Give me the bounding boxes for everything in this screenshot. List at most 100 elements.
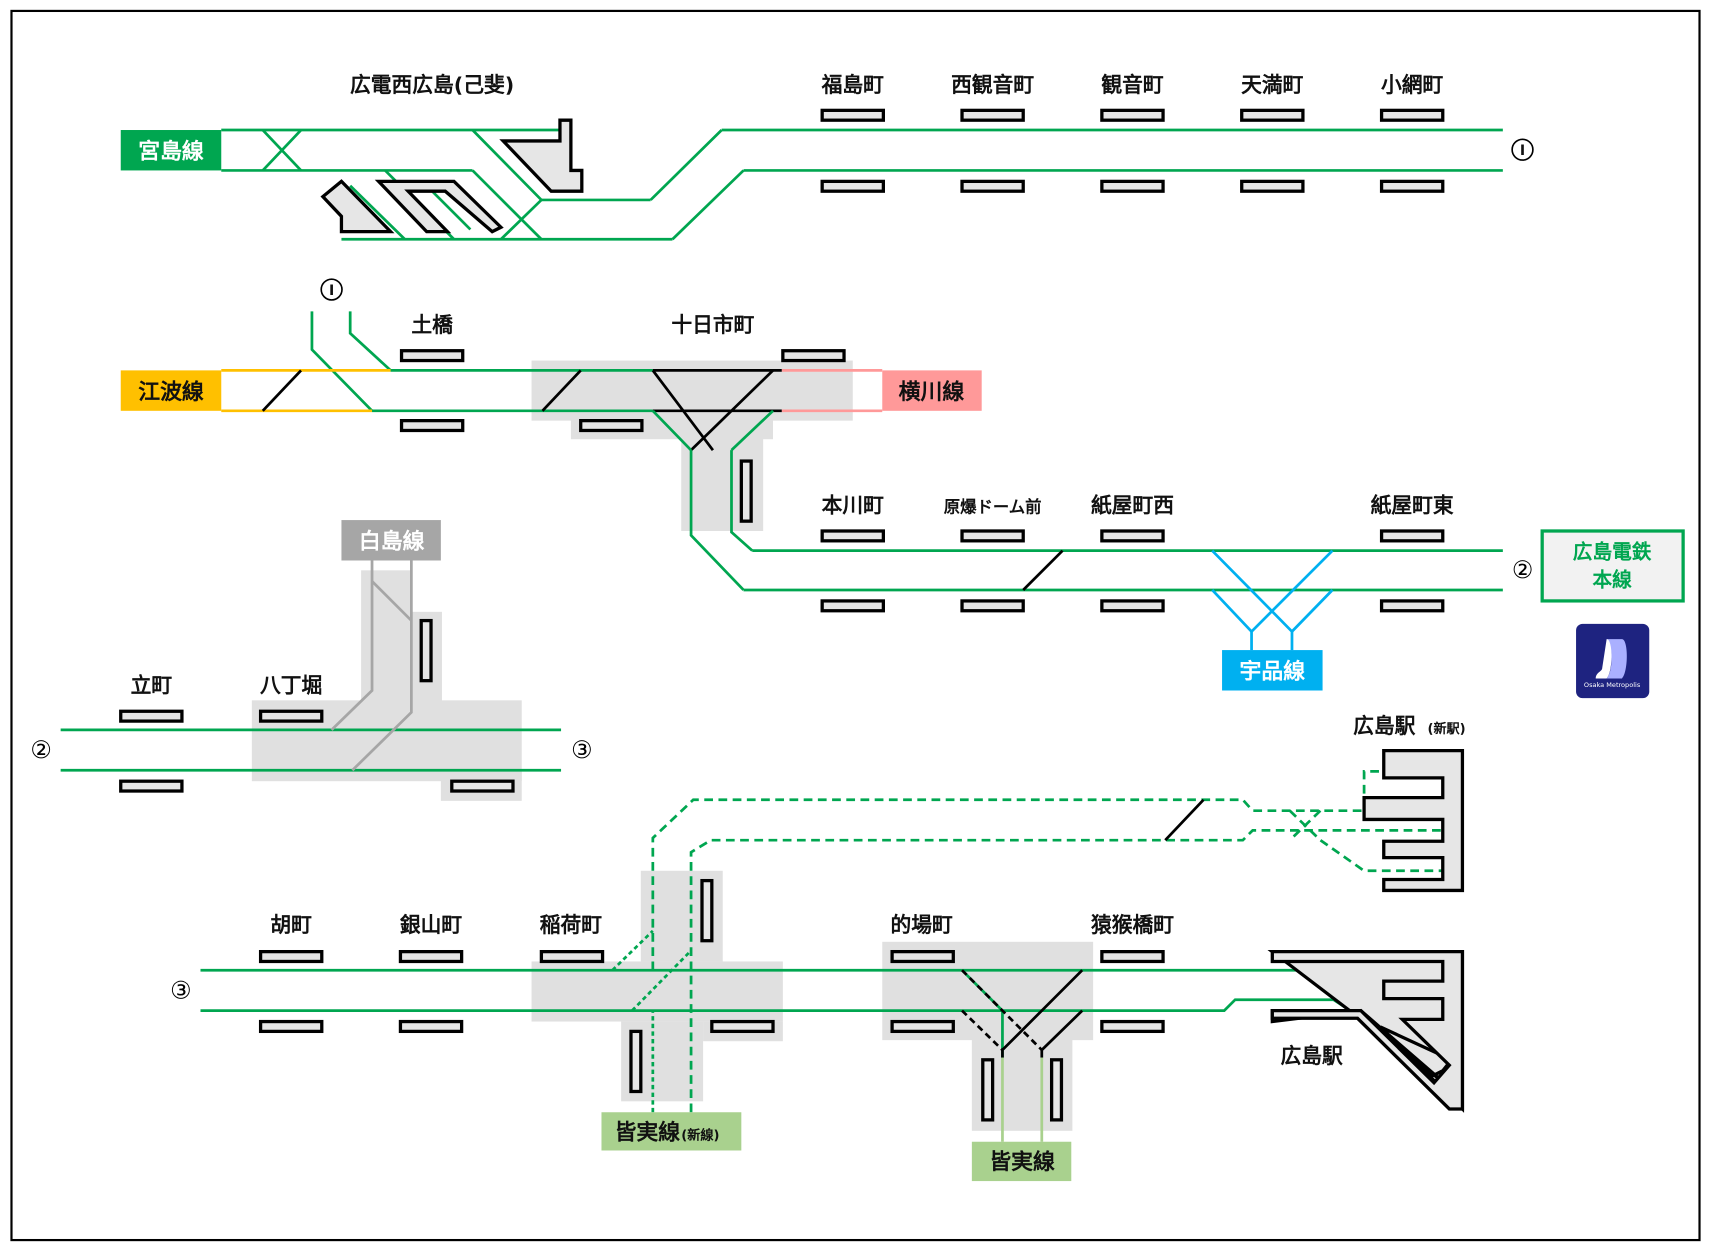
track (471, 169, 543, 241)
platform (1379, 529, 1445, 543)
track (351, 560, 413, 772)
station-label: 銀山町 (400, 913, 463, 937)
track (1022, 549, 1064, 591)
line-name: 皆実線 (615, 1120, 681, 1146)
line-name-part1: 広島電鉄 (1573, 540, 1652, 563)
station-label: 広島駅 (1353, 714, 1416, 738)
connector-circle (320, 278, 343, 301)
station-label: 猿猴橋町 (1090, 913, 1174, 937)
station-label: 紙屋町西 (1091, 493, 1174, 517)
station-label: 土橋 (411, 313, 453, 337)
track (730, 409, 774, 452)
connector-label: Ⅰ (1520, 143, 1525, 159)
line-name: 宮島線 (138, 138, 204, 164)
platform (1379, 179, 1445, 193)
platform (1240, 179, 1305, 193)
platform (1379, 108, 1445, 122)
line-label-miyajima: 宮島線 (120, 130, 222, 171)
platform (1100, 599, 1165, 613)
station-label: 十日市町 (671, 313, 754, 337)
track (689, 828, 1443, 1113)
track (689, 450, 745, 591)
platform (890, 949, 955, 964)
track (349, 184, 406, 241)
station-label: 天満町 (1241, 73, 1304, 97)
track (961, 969, 1043, 1051)
track (651, 409, 693, 452)
platform (960, 108, 1025, 122)
platform (960, 179, 1025, 193)
line-name: 江波線 (138, 379, 204, 405)
platform (1379, 599, 1445, 613)
platform (820, 108, 885, 122)
track (371, 580, 413, 622)
station-label: 広電西広島(己斐) (350, 73, 514, 97)
track (671, 169, 745, 241)
track (1040, 1009, 1084, 1058)
platform (1100, 949, 1165, 964)
platform (539, 949, 605, 964)
connector-label: Ⅰ (329, 283, 334, 299)
platform (579, 419, 644, 433)
line-label-ujina: 宇品線 (1222, 650, 1323, 691)
platform (820, 179, 885, 193)
track (651, 769, 1443, 971)
station-label: 胡町 (270, 913, 312, 937)
platform (399, 349, 465, 363)
platform (710, 1019, 775, 1034)
platform (1049, 1058, 1064, 1122)
line-name-part2: 本線 (1592, 569, 1632, 592)
line-label-eba: 江波線 (120, 370, 222, 411)
platform (1100, 179, 1165, 193)
station-label: 本川町 (822, 493, 885, 517)
connector-label: ② (1512, 556, 1534, 584)
connector-label: ③ (571, 736, 593, 764)
platform (781, 349, 846, 363)
platform (398, 1019, 464, 1034)
track (330, 560, 374, 731)
line-label-minami: 皆実線 (971, 1141, 1072, 1182)
station-label: 立町 (131, 674, 173, 698)
platform (450, 779, 515, 793)
platform (398, 949, 464, 964)
platforms (119, 108, 1465, 1122)
connector-label: ② (30, 736, 52, 764)
tracks (60, 128, 1503, 1142)
platform (960, 529, 1025, 543)
track (961, 1009, 1004, 1051)
track (431, 190, 472, 231)
platform (1100, 1019, 1165, 1034)
station-label: 原爆ドーム前 (944, 497, 1042, 516)
track (1288, 809, 1322, 842)
track (1291, 589, 1334, 633)
station-label: 西観音町 (951, 73, 1034, 97)
track (631, 949, 693, 1012)
platform (981, 1058, 995, 1122)
track (1164, 798, 1205, 842)
platform (419, 618, 433, 683)
track (649, 129, 723, 201)
platform (399, 419, 465, 433)
track (1001, 969, 1084, 1058)
track (261, 129, 303, 172)
line-name: 皆実線 (989, 1149, 1055, 1175)
track (500, 198, 543, 241)
line-name: 白島線 (359, 528, 425, 554)
station-label: 福島町 (821, 73, 885, 97)
connector-circle (1511, 138, 1534, 161)
line-name-suffix: (新線) (681, 1127, 719, 1144)
track (1211, 589, 1253, 633)
platform (1240, 108, 1305, 122)
platform (119, 709, 184, 723)
station-label: 観音町 (1101, 73, 1164, 97)
station-label-suffix: (新駅) (1427, 720, 1465, 737)
line-label-main-line: 広島電鉄 本線 (1540, 529, 1685, 603)
line-name: 宇品線 (1240, 658, 1306, 684)
platform (820, 599, 885, 613)
platform-hiroshima (1270, 949, 1465, 1111)
station-label: 小網町 (1381, 73, 1444, 97)
track (310, 311, 374, 412)
line-name: 横川線 (899, 379, 965, 405)
